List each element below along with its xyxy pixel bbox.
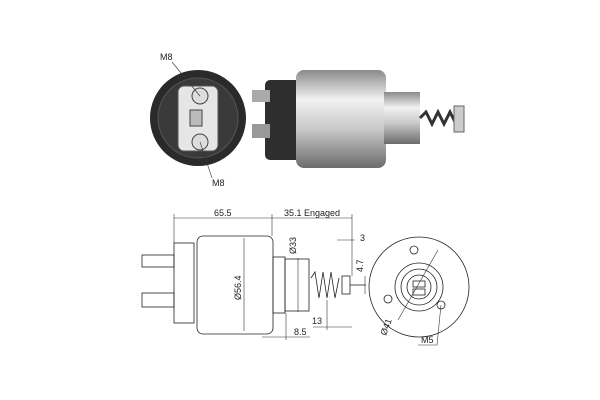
dim-flange-diameter: Ø41 <box>378 317 393 336</box>
dim-plunger-end: 3 <box>360 233 365 243</box>
dim-mount-thread: M5 <box>421 335 434 345</box>
drawing-side-view: 65.5 35.1 Engaged 3 Ø33 4.7 Ø56.4 13 8.5 <box>141 208 366 340</box>
dim-spring-offset: 13 <box>312 316 322 326</box>
leader-m8-top <box>171 61 201 97</box>
label-m8-top: M8 <box>160 52 173 62</box>
dim-body-diameter: Ø56.4 <box>233 275 243 300</box>
dim-nose-length: 8.5 <box>294 327 307 337</box>
dim-body-length: 65.5 <box>214 208 232 218</box>
photo-side-view <box>252 70 465 168</box>
leader-m8-bottom <box>199 141 213 179</box>
dim-nose-diameter: Ø33 <box>288 237 298 254</box>
dim-engaged: 35.1 Engaged <box>284 208 340 218</box>
dim-plunger-diameter: 4.7 <box>355 259 365 272</box>
photo-end-view: M8 M8 <box>150 52 246 188</box>
drawing-end-view: Ø41 M5 <box>368 236 470 346</box>
label-m8-bottom: M8 <box>212 178 225 188</box>
